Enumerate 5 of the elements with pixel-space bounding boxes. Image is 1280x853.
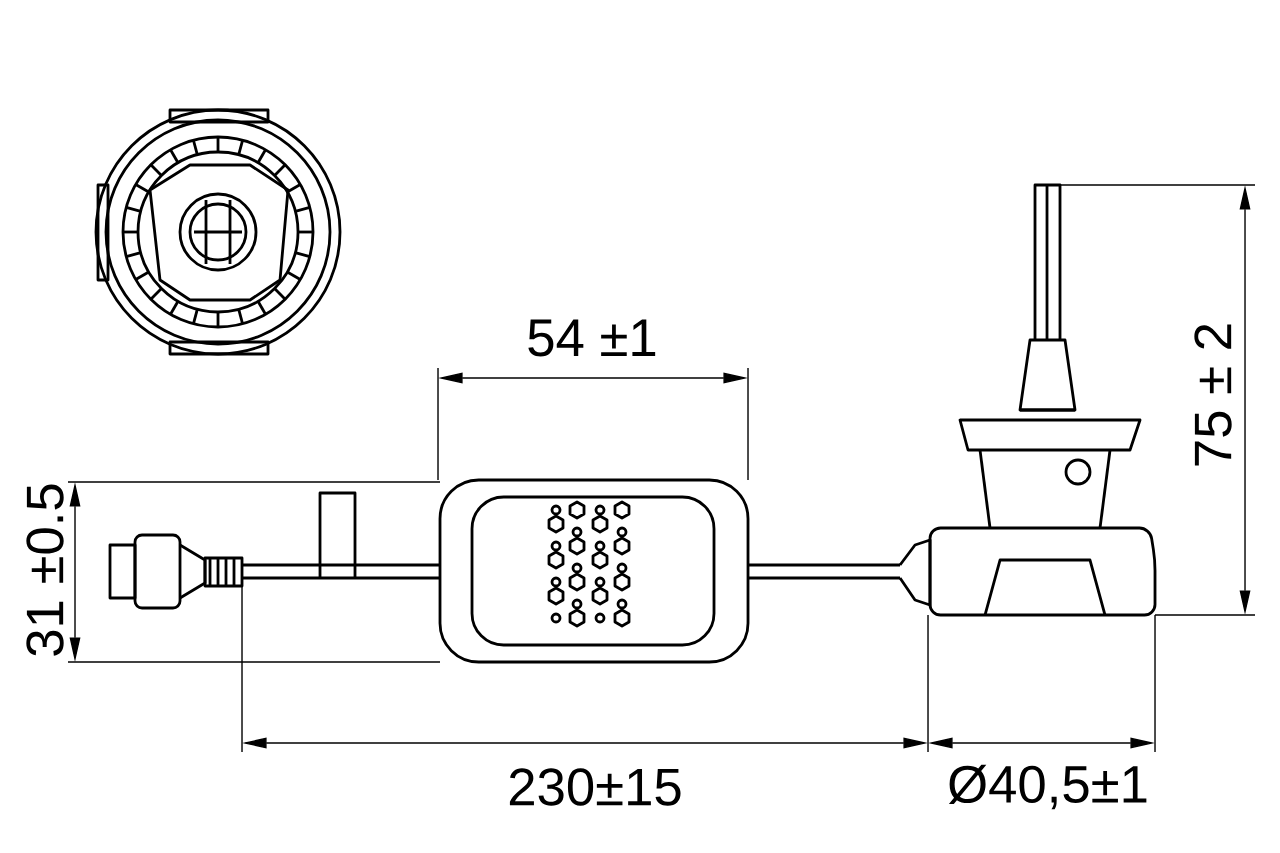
dimension-label: 75 ± 2 (1194, 324, 1232, 466)
dimension-label: 230±15 (509, 768, 681, 806)
dimension-label: Ø40,5±1 (948, 764, 1147, 810)
dimension-label: 31 ±0.5 (26, 484, 64, 656)
dimension-label: 54 ±1 (528, 319, 656, 357)
